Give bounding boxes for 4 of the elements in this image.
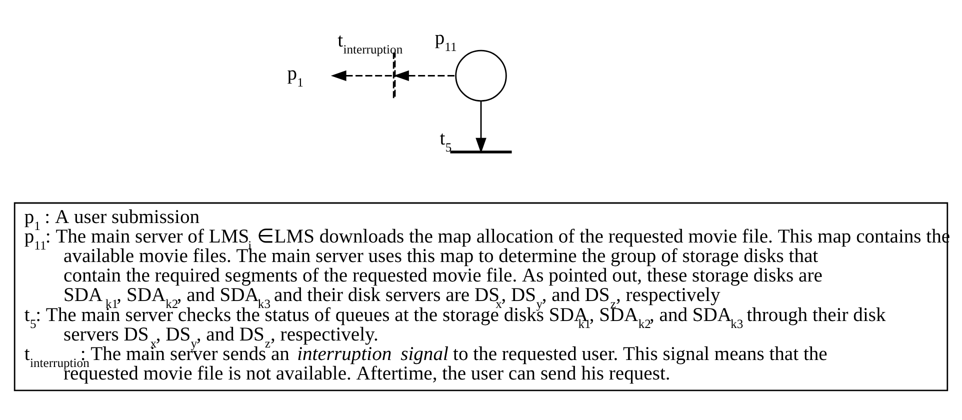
node-text: p$_{1}$ (287, 64, 304, 90)
node-label: t$_{interruption}$ (338, 30, 403, 57)
node-label: t$_{5}$ (440, 128, 452, 155)
node-label: p$_{11}$ (434, 28, 457, 54)
